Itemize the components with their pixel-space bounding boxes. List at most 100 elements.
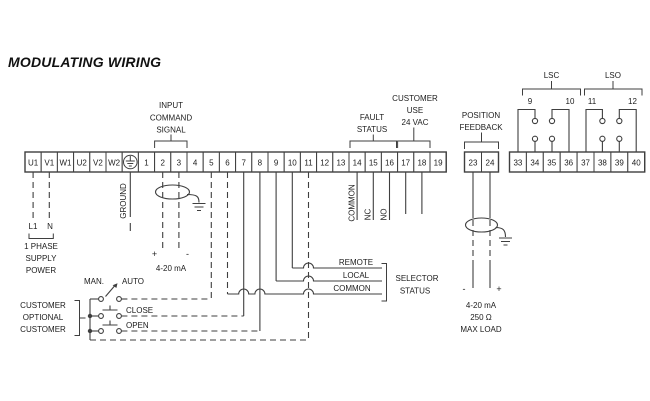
svg-text:4-20 mA: 4-20 mA — [466, 301, 497, 310]
terminal-strip-border — [508, 151, 646, 173]
svg-text:LSO: LSO — [605, 71, 621, 80]
terminal-cell: V1 — [40, 151, 58, 173]
pushbutton-icon — [102, 305, 118, 311]
bracket — [584, 81, 643, 96]
terminal-number: 2 — [160, 159, 165, 168]
close-switch: CLOSE — [90, 305, 244, 319]
position-feedback-label: POSITION FEEDBACK — [459, 111, 503, 149]
fault-status-label: FAULT STATUS — [349, 113, 397, 148]
terminal-cell: U1 — [24, 151, 42, 173]
terminal-strip-border — [463, 151, 500, 173]
terminal-cell: 35 — [542, 151, 561, 173]
svg-text:COMMAND: COMMAND — [150, 114, 192, 123]
remote-wire — [292, 262, 382, 269]
terminal-number: 3 — [177, 159, 182, 168]
plus-label: + — [152, 249, 157, 259]
bracket — [349, 134, 397, 148]
input-signal-group: + - 4-20 mA — [152, 172, 206, 273]
terminal-cell: 24 — [481, 151, 499, 173]
terminal-number: 34 — [530, 159, 539, 168]
svg-text:24 VAC: 24 VAC — [402, 118, 429, 127]
terminal-number: 36 — [564, 159, 573, 168]
l1-label: L1 — [29, 222, 38, 231]
terminal-number: V2 — [93, 159, 103, 168]
terminal-number: 19 — [434, 159, 443, 168]
svg-text:CUSTOMER: CUSTOMER — [20, 325, 66, 334]
control-wires — [210, 172, 310, 340]
customer-optional-group: CUSTOMER OPTIONAL CUSTOMER MAN. AUTO CLO… — [20, 277, 309, 341]
svg-text:12: 12 — [628, 97, 637, 106]
bracket — [74, 300, 86, 336]
limit-switch-11-icon — [585, 108, 606, 152]
pushbutton-icon — [102, 320, 118, 326]
terminal-cell: 37 — [576, 151, 595, 173]
terminal-cell: 1 — [137, 151, 156, 173]
svg-text:MAN.: MAN. — [84, 277, 104, 286]
terminal-number: 6 — [225, 159, 230, 168]
terminal-cell: U2 — [73, 151, 91, 173]
ground-icon — [495, 226, 512, 246]
terminal-cell: 19 — [429, 151, 447, 173]
terminal-cell: 39 — [610, 151, 629, 173]
svg-text:COMMON: COMMON — [348, 184, 357, 222]
terminal-number: U1 — [28, 159, 39, 168]
svg-text:COMMON: COMMON — [333, 284, 371, 293]
svg-text:SIGNAL: SIGNAL — [156, 126, 186, 135]
terminal-cell: 10 — [283, 151, 301, 173]
ground-terminal-icon — [123, 154, 138, 170]
svg-text:FAULT: FAULT — [360, 113, 384, 122]
terminal-number: 7 — [241, 159, 246, 168]
ground-label: GROUND — [119, 183, 128, 219]
terminal-cell: 2 — [154, 151, 172, 173]
svg-text:11: 11 — [588, 97, 597, 106]
terminal-cell: W1 — [56, 151, 75, 173]
cable-shield-icon — [154, 184, 191, 200]
svg-text:REMOTE: REMOTE — [339, 258, 373, 267]
terminal-number: 37 — [581, 159, 590, 168]
lso-group: LSO 11 12 — [584, 71, 643, 152]
selector-status-group: REMOTE LOCAL COMMON SELECTOR STATUS — [227, 258, 439, 302]
terminal-cell: 34 — [525, 151, 544, 173]
terminal-number: 15 — [369, 159, 378, 168]
svg-text:POSITION: POSITION — [462, 111, 500, 120]
terminal-cell: 4 — [186, 151, 204, 173]
ground-icon — [186, 193, 206, 212]
man-auto-switch: MAN. AUTO — [84, 277, 212, 302]
svg-text:INPUT: INPUT — [159, 101, 183, 110]
terminal-cell: 36 — [559, 151, 578, 173]
minus-label: - — [186, 249, 189, 259]
terminal-cell: 13 — [332, 151, 350, 173]
terminal-number: 4 — [193, 159, 198, 168]
terminal-number: U2 — [77, 159, 88, 168]
svg-text:AUTO: AUTO — [122, 277, 144, 286]
svg-text:USE: USE — [407, 106, 423, 115]
terminal-number: 38 — [598, 159, 607, 168]
switch-actuator — [105, 285, 115, 297]
svg-text:10: 10 — [566, 97, 575, 106]
terminal-number: 10 — [288, 159, 297, 168]
terminal-cell: W2 — [105, 151, 123, 173]
terminal-cell: 6 — [218, 151, 237, 173]
terminal-number: 9 — [274, 159, 279, 168]
limit-switch-12-icon — [616, 108, 637, 152]
svg-text:CUSTOMER: CUSTOMER — [392, 94, 438, 103]
terminal-number: 12 — [320, 159, 329, 168]
terminal-cell: 9 — [267, 151, 285, 173]
svg-text:OPTIONAL: OPTIONAL — [23, 313, 64, 322]
terminal-number: 8 — [258, 159, 263, 168]
terminal-cell: V2 — [89, 151, 107, 173]
svg-text:SELECTOR: SELECTOR — [396, 274, 439, 283]
bracket — [522, 81, 581, 96]
bracket — [381, 263, 387, 302]
lsc-group: LSC 9 10 — [517, 71, 581, 152]
terminal-number: 17 — [401, 159, 410, 168]
svg-text:9: 9 — [528, 97, 533, 106]
page-title: MODULATING WIRING — [8, 54, 161, 70]
supply-power-group: L1 N 1 PHASE SUPPLY POWER — [24, 172, 58, 275]
terminal-cell: 18 — [413, 151, 431, 173]
terminal-number: 13 — [336, 159, 345, 168]
terminal-number: 11 — [304, 159, 313, 168]
bracket — [154, 134, 188, 148]
